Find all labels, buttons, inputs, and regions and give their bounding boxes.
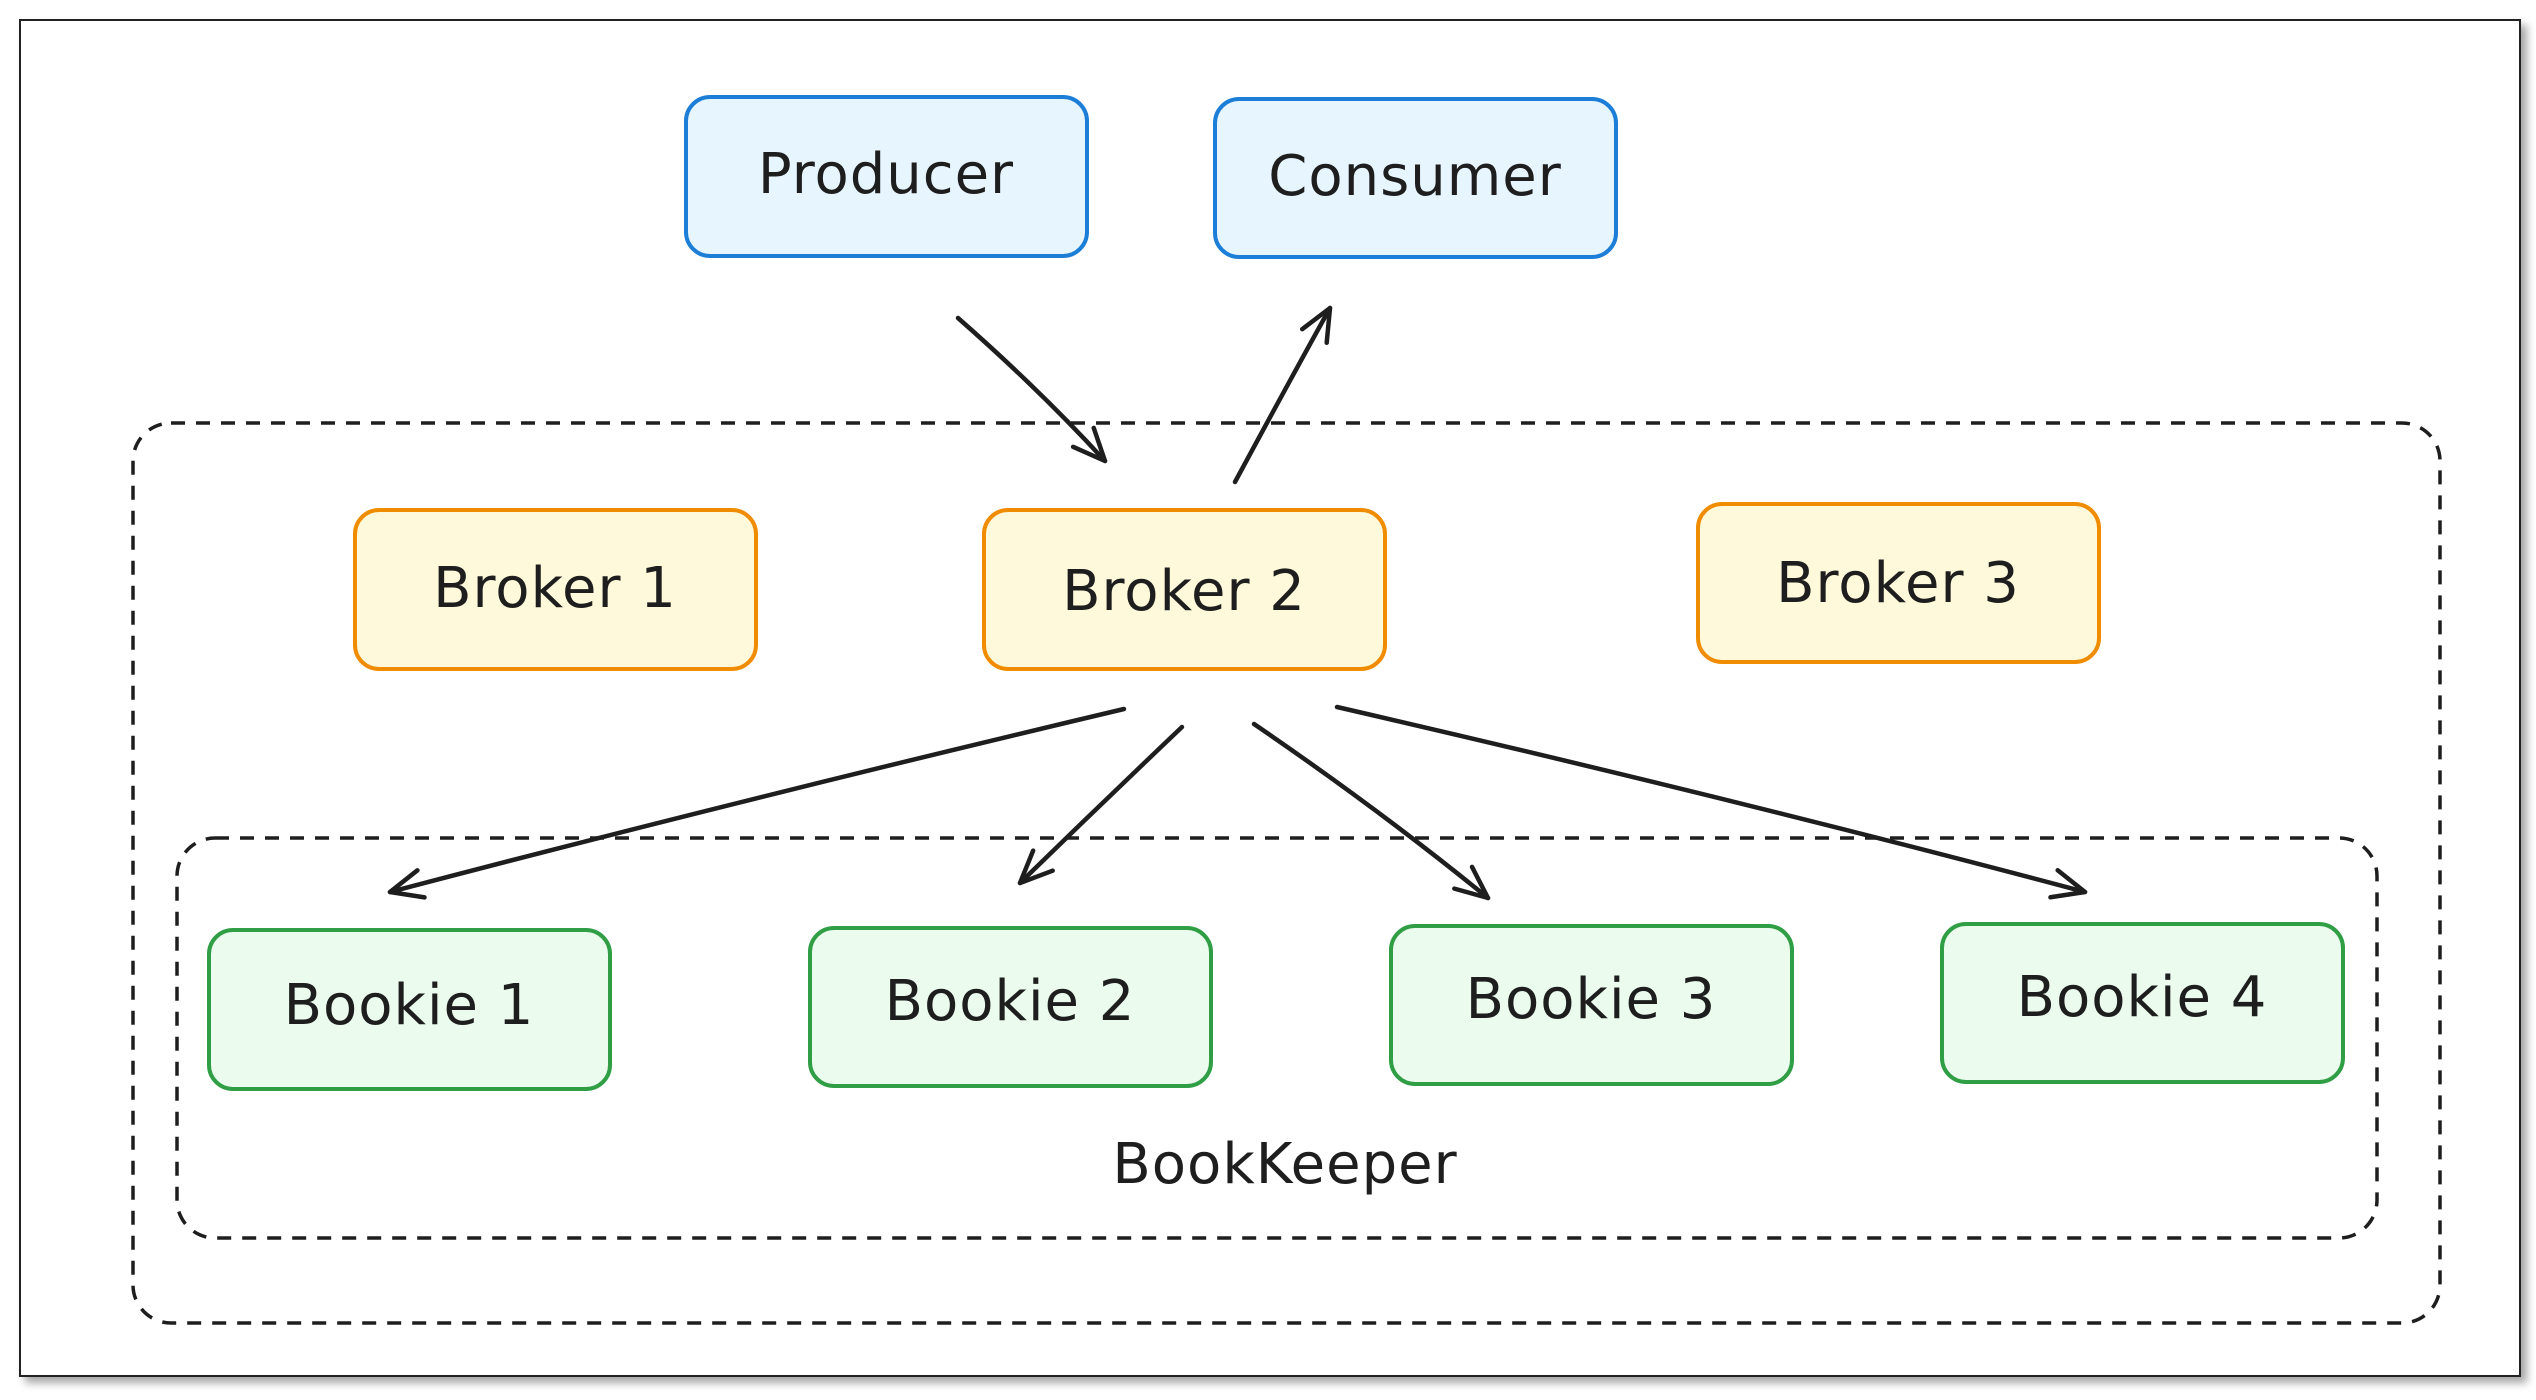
broker-1-node[interactable]: Broker 1 [353,508,758,671]
edges [387,305,2088,901]
producer-node[interactable]: Producer [684,95,1089,258]
broker-1-label: Broker 1 [433,556,677,621]
bookkeeper-label: BookKeeper [1112,1132,1457,1197]
pulsar-cluster-boundary [131,421,2442,1325]
bookie-4-label: Bookie 4 [2017,965,2268,1030]
broker-2-label: Broker 2 [1062,559,1306,624]
bookie-3-node[interactable]: Bookie 3 [1389,924,1794,1086]
bookie-2-label: Bookie 2 [885,969,1136,1034]
edge-broker-2-to-bookie-1 [387,706,1127,900]
broker-2-node[interactable]: Broker 2 [982,508,1387,671]
producer-label: Producer [758,142,1014,207]
broker-3-node[interactable]: Broker 3 [1696,502,2101,664]
broker-3-label: Broker 3 [1776,551,2020,616]
edge-broker-2-to-consumer [1232,305,1333,485]
bookie-1-label: Bookie 1 [284,973,535,1038]
consumer-node[interactable]: Consumer [1213,97,1618,259]
bookie-4-node[interactable]: Bookie 4 [1940,922,2345,1084]
consumer-label: Consumer [1268,144,1562,209]
edge-broker-2-to-bookie-2 [1017,724,1185,886]
bookie-2-node[interactable]: Bookie 2 [808,926,1213,1088]
bookie-3-label: Bookie 3 [1466,967,1717,1032]
edge-broker-2-to-bookie-3 [1251,721,1491,901]
edge-producer-to-broker-2 [955,315,1108,464]
bookie-1-node[interactable]: Bookie 1 [207,928,612,1091]
bookkeeper-cluster-boundary [175,836,2379,1240]
edge-broker-2-to-bookie-4 [1334,704,2088,900]
